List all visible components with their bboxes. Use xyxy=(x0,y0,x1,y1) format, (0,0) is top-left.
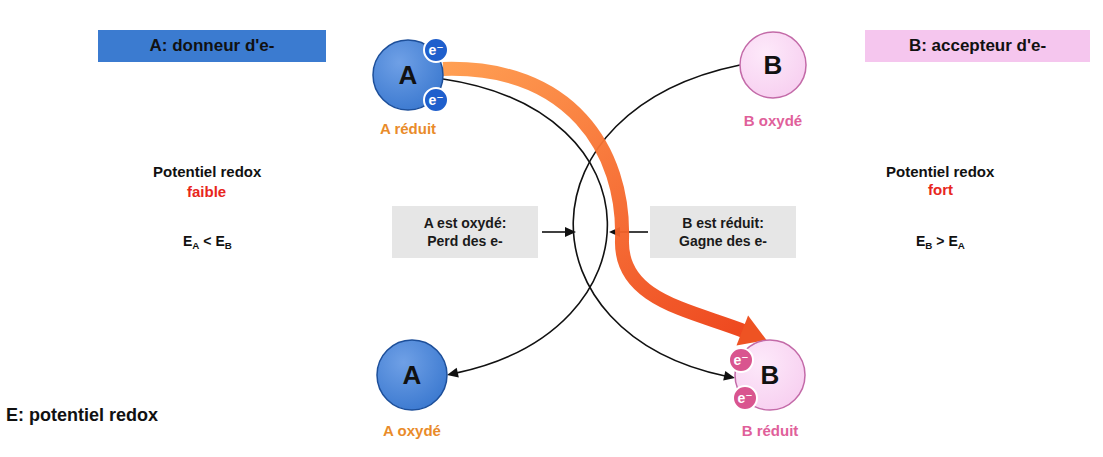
state-label: B oxydé xyxy=(744,112,802,129)
electron-circle: e⁻ xyxy=(729,348,753,372)
state-label: B réduit xyxy=(742,422,799,439)
relation-label: EA < EB xyxy=(183,233,232,251)
species-letter: A xyxy=(377,340,447,410)
relation-label: EB > EA xyxy=(916,233,965,251)
species-letter: B xyxy=(740,32,806,98)
circle-shape xyxy=(377,340,447,410)
box-text: B est réduit: Gagne des e- xyxy=(668,214,778,250)
note-box: B est réduit: Gagne des e- xyxy=(650,206,796,258)
molecule-circle: AA réduite⁻e⁻ xyxy=(373,40,443,110)
box-text: A est oxydé: Perd des e- xyxy=(410,214,520,250)
molecule-circle: AA oxydé xyxy=(377,340,447,410)
circle-shape xyxy=(424,38,448,62)
state-label: A oxydé xyxy=(383,422,441,439)
acceptor-box: B: accepteur d'e- xyxy=(865,30,1090,62)
connector-line xyxy=(443,69,744,331)
electron-symbol: e⁻ xyxy=(729,348,753,372)
level-label: faible xyxy=(187,183,226,200)
legend-note: E: potentiel redox xyxy=(6,405,158,426)
axis-label: Potentiel redox xyxy=(153,163,261,180)
box-text: A: donneur d'e- xyxy=(110,36,314,56)
leader-line xyxy=(542,231,566,233)
donor-box: A: donneur d'e- xyxy=(98,30,326,62)
circle-shape xyxy=(424,88,448,112)
circle-shape xyxy=(740,32,806,98)
electron-symbol: e⁻ xyxy=(733,386,757,410)
state-label: A réduit xyxy=(380,120,436,137)
molecule-circle: BB réduite⁻e⁻ xyxy=(735,340,805,410)
arrow-head xyxy=(723,371,735,381)
box-text: B: accepteur d'e- xyxy=(877,36,1078,56)
electron-circle: e⁻ xyxy=(424,88,448,112)
electron-circle: e⁻ xyxy=(733,386,757,410)
circle-shape xyxy=(729,348,753,372)
electron-symbol: e⁻ xyxy=(424,88,448,112)
level-label: fort xyxy=(928,181,953,198)
electron-symbol: e⁻ xyxy=(424,38,448,62)
electron-circle: e⁻ xyxy=(424,38,448,62)
arrow-head xyxy=(447,368,459,378)
note-box: A est oxydé: Perd des e- xyxy=(392,206,538,258)
molecule-circle: BB oxydé xyxy=(740,32,806,98)
axis-label: Potentiel redox xyxy=(886,163,994,180)
circle-shape xyxy=(733,386,757,410)
